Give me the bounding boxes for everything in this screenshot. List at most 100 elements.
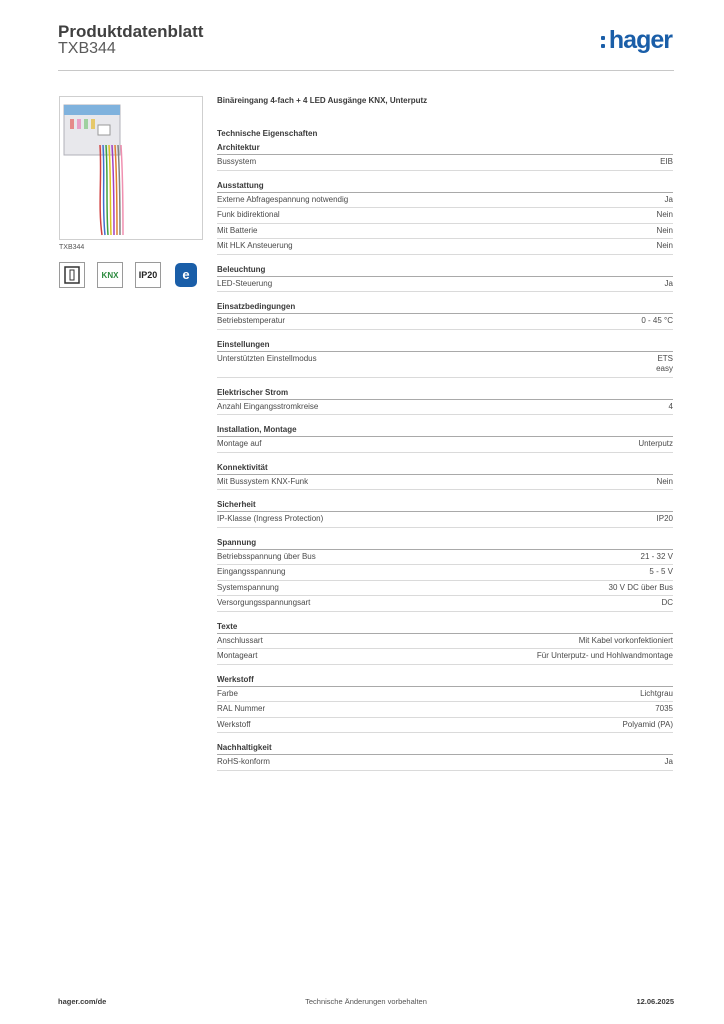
spec-label: Betriebsspannung über Bus (217, 551, 316, 561)
spec-value-line: 4 (668, 401, 673, 411)
hager-logo[interactable]: hager (600, 26, 673, 55)
spec-value: Nein (657, 477, 673, 488)
spec-value: 7035 (655, 704, 673, 715)
spec-value: EIB (660, 157, 673, 168)
spec-row: Systemspannung 30 V DC über Bus (217, 581, 673, 596)
ip20-icon: IP20 (135, 262, 161, 288)
image-caption: TXB344 (59, 244, 85, 251)
spec-value: 21 - 32 V (641, 552, 673, 563)
product-title: Binäreingang 4-fach + 4 LED Ausgänge KNX… (217, 96, 428, 105)
spec-value-line: IP20 (656, 514, 673, 523)
spec-value-line: Ja (664, 757, 673, 766)
section-title: Elektrischer Strom (217, 388, 673, 400)
spec-value-line: DC (661, 598, 673, 607)
spec-label: Farbe (217, 688, 238, 698)
page-header: Produktdatenblatt TXB344 hager (58, 20, 674, 71)
footer-date: 12.06.2025 (636, 997, 674, 1006)
certification-icons: KNX IP20 e (59, 262, 199, 288)
spec-label: LED-Steuerung (217, 278, 273, 288)
spec-value-line: Nein (656, 476, 673, 486)
spec-row: Betriebsspannung über Bus 21 - 32 V (217, 550, 673, 565)
spec-label: RAL Nummer (217, 704, 266, 713)
section-title: Architektur (217, 143, 673, 155)
spec-row: Mit Bussystem KNX-Funk Nein (217, 475, 673, 490)
spec-value: Ja (665, 195, 673, 206)
logo-dots-icon (600, 36, 606, 50)
spec-value-line: Nein (656, 225, 673, 235)
spec-label: Systemspannung (217, 582, 279, 592)
spec-label: Versorgungsspannungsart (217, 598, 311, 607)
spec-value-line: Mit Kabel vorkonfektioniert (578, 635, 673, 645)
spec-value: Ja (665, 757, 673, 768)
document-title: Produktdatenblatt (58, 22, 204, 41)
logo-text: hager (608, 26, 673, 54)
spec-value-line: ETS (657, 353, 673, 363)
spec-label: Mit HLK Ansteuerung (217, 241, 293, 250)
spec-row: Montage auf Unterputz (217, 437, 673, 453)
section-title: Beleuchtung (217, 265, 673, 277)
spec-label: Montageart (217, 651, 258, 660)
spec-value: DC (661, 598, 673, 609)
spec-label: Betriebstemperatur (217, 316, 286, 325)
product-illustration (63, 104, 124, 236)
spec-row: Werkstoff Polyamid (PA) (217, 718, 673, 733)
footer-website-link[interactable]: hager.com/de (58, 997, 107, 1006)
product-image (59, 96, 203, 240)
spec-label: Mit Batterie (217, 225, 258, 235)
spec-value: Nein (657, 241, 673, 252)
spec-value: Nein (657, 210, 673, 221)
spec-value-line: Unterputz (638, 439, 673, 448)
section-title: Werkstoff (217, 675, 673, 687)
spec-value-line: Nein (656, 210, 673, 219)
spec-value-line: 5 - 5 V (649, 567, 673, 576)
spec-label: RoHS-konform (217, 757, 270, 766)
section-title: Sicherheit (217, 500, 673, 512)
spec-value-line: Ja (664, 194, 673, 204)
spec-label: Werkstoff (217, 719, 251, 729)
spec-value-line: Nein (656, 241, 673, 250)
easy-config-icon: e (173, 262, 199, 288)
spec-value: 5 - 5 V (649, 567, 673, 578)
section-title: Nachhaltigkeit (217, 743, 673, 755)
spec-value: Für Unterputz- und Hohlwandmontage (537, 651, 673, 662)
spec-value: Mit Kabel vorkonfektioniert (579, 636, 673, 647)
spec-row: Mit Batterie Nein (217, 224, 673, 239)
spec-value: Nein (657, 226, 673, 237)
spec-label: Anschlussart (217, 635, 263, 645)
spec-value-line: easy (656, 364, 673, 373)
spec-value-line: 7035 (655, 704, 673, 713)
spec-row: Montageart Für Unterputz- und Hohlwandmon… (217, 649, 673, 665)
spec-value: 4 (669, 402, 673, 413)
spec-row: Versorgungsspannungsart DC (217, 596, 673, 612)
spec-value-line: EIB (660, 157, 673, 166)
spec-label: Mit Bussystem KNX-Funk (217, 476, 309, 486)
section-title: Texte (217, 622, 673, 634)
spec-value-line: Für Unterputz- und Hohlwandmontage (536, 651, 673, 660)
spec-value-line: Polyamid (PA) (622, 719, 673, 729)
product-code: TXB344 (58, 40, 116, 57)
spec-row: Anschlussart Mit Kabel vorkonfektioniert (217, 634, 673, 649)
spec-value: Ja (665, 279, 673, 290)
spec-value: IP20 (657, 514, 673, 525)
spec-row: RoHS-konform Ja (217, 755, 673, 771)
spec-label: Montage auf (217, 439, 262, 448)
flush-mount-icon (59, 262, 85, 288)
section-title: Einsatzbedingungen (217, 302, 673, 314)
spec-label: Unterstützten Einstellmodus (217, 353, 317, 363)
specs-heading: Technische Eigenschaften (217, 129, 318, 138)
spec-value-line: 30 V DC über Bus (608, 582, 673, 592)
section-title: Einstellungen (217, 340, 673, 352)
